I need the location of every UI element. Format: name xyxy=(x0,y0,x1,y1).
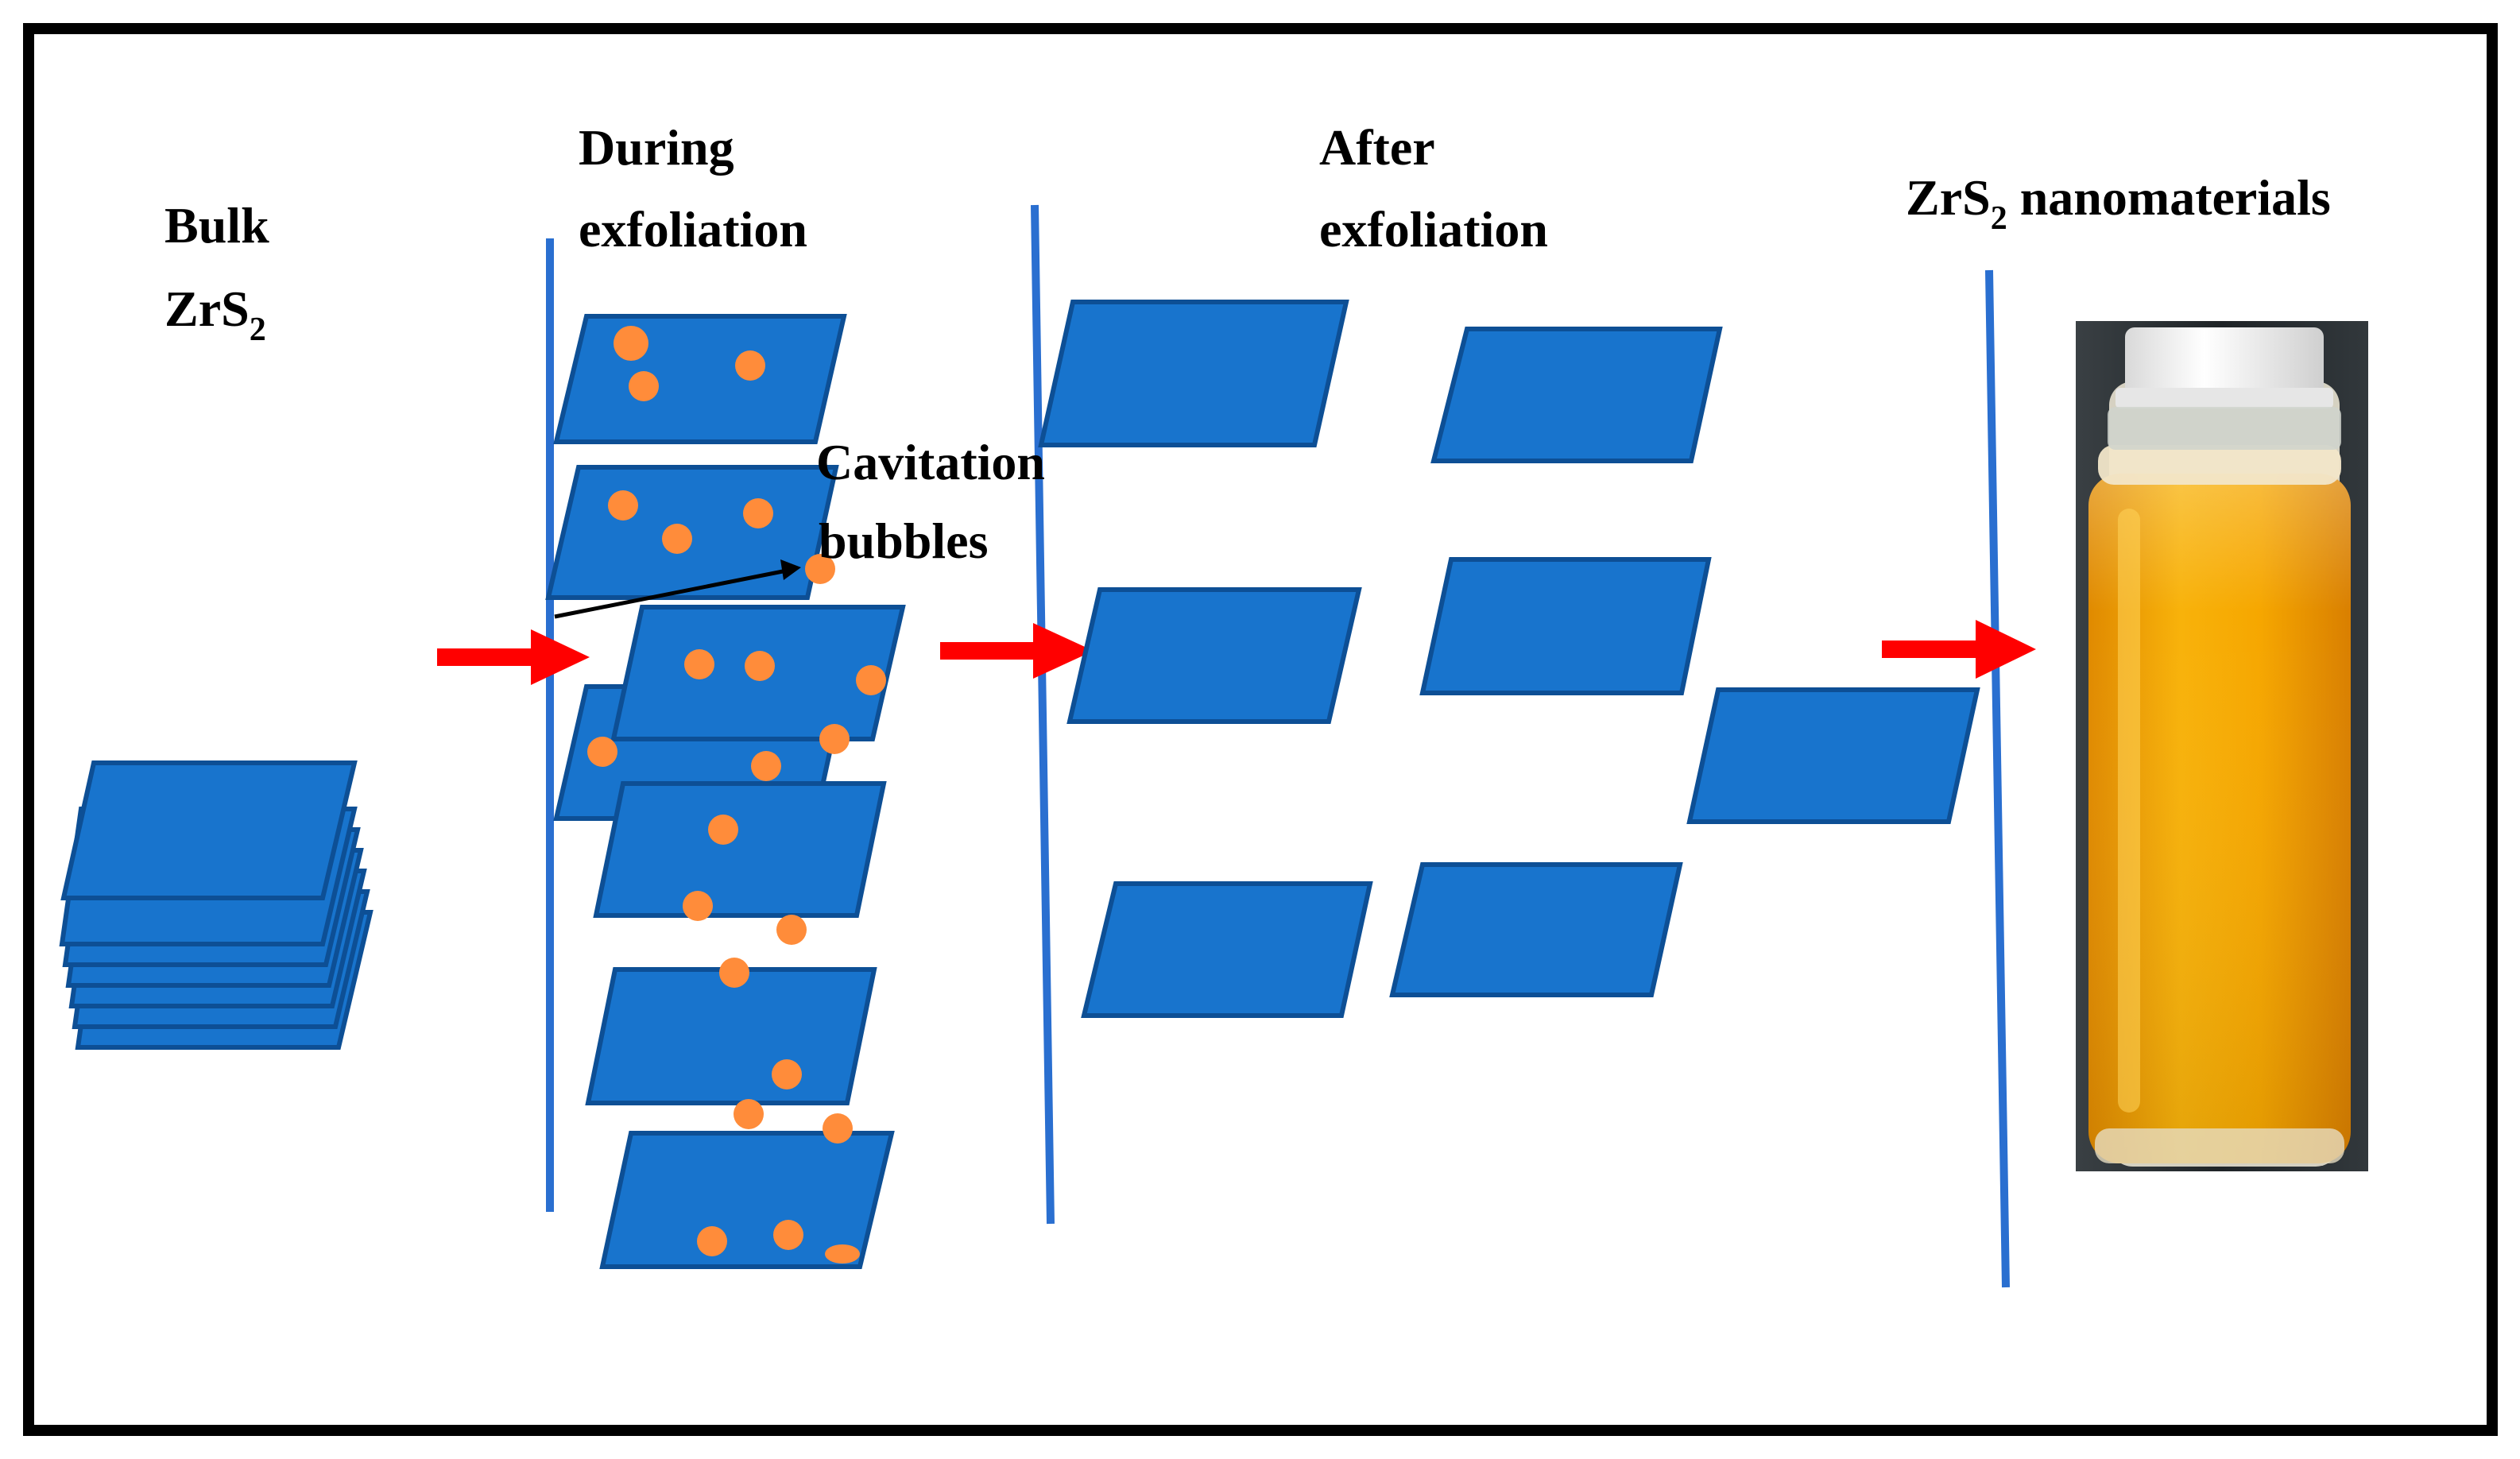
cavitation-bubbles xyxy=(587,326,886,1264)
bubble-icon xyxy=(743,498,773,528)
bubble-icon xyxy=(697,1226,727,1256)
label-bubbles: bubbles xyxy=(819,513,988,569)
vial-cap-icon xyxy=(2125,327,2324,404)
divider-line-3 xyxy=(1985,269,2010,1288)
vial-photo xyxy=(2076,321,2368,1171)
bubble-icon xyxy=(773,1220,803,1250)
label-during-exfoliation: exfoliation xyxy=(579,201,807,257)
vial-meniscus xyxy=(2098,445,2341,485)
sheet xyxy=(599,1131,895,1269)
bubble-icon xyxy=(751,751,781,781)
bubble-icon xyxy=(819,724,850,754)
after-exfoliation-sheets xyxy=(1038,300,1980,1018)
label-nanomaterials: ZrS2 nanomaterials xyxy=(1906,169,2331,237)
bubble-icon xyxy=(735,350,765,381)
bubble-icon xyxy=(745,651,775,681)
sheet xyxy=(1419,557,1712,695)
sheet xyxy=(1066,587,1362,724)
bulk-zrs2-stack xyxy=(59,760,374,1050)
label-after: After xyxy=(1319,119,1435,176)
sheet xyxy=(1081,881,1373,1018)
vial-liquid-shade xyxy=(2088,474,2351,1163)
label-cavitation: Cavitation xyxy=(816,434,1045,490)
bubble-icon xyxy=(629,371,659,401)
vial-base xyxy=(2095,1128,2344,1163)
sheet xyxy=(1038,300,1349,447)
bubble-icon xyxy=(683,891,713,921)
bubble-icon xyxy=(684,649,714,679)
label-after-exfoliation: exfoliation xyxy=(1319,201,1548,257)
bubble-icon xyxy=(614,326,648,361)
bubble-icon xyxy=(587,737,617,767)
bubble-icon xyxy=(662,524,692,554)
bubble-icon xyxy=(719,958,749,988)
arrow-icon-2 xyxy=(940,623,1094,679)
label-bulk: Bulk xyxy=(165,197,269,253)
label-during: During xyxy=(579,119,734,176)
sheet xyxy=(1430,327,1723,463)
bubble-icon xyxy=(805,554,835,584)
bubble-icon xyxy=(776,915,807,945)
sheet xyxy=(1686,687,1980,824)
arrow-icon-3 xyxy=(1882,620,2036,679)
bubble-icon xyxy=(823,1113,853,1144)
vial-neck xyxy=(2108,407,2341,450)
bubble-icon xyxy=(708,815,738,845)
sheet xyxy=(593,781,887,918)
sheet xyxy=(585,967,877,1105)
bubble-icon xyxy=(734,1099,764,1129)
sheet xyxy=(1389,862,1683,997)
bubble-icon xyxy=(608,490,638,521)
bubble-icon xyxy=(825,1244,860,1264)
bubble-icon xyxy=(856,665,886,695)
bubble-icon xyxy=(772,1059,802,1089)
sheet xyxy=(545,465,839,600)
vial-liquid-highlight xyxy=(2118,509,2140,1113)
divider-line-2 xyxy=(1031,204,1055,1225)
bulk-layer xyxy=(60,760,358,900)
vial-cap-ring xyxy=(2115,388,2333,408)
sheet xyxy=(553,314,847,444)
pointer-arrow-icon xyxy=(554,559,801,619)
label-bulk-formula: ZrS2 xyxy=(165,281,266,348)
arrow-icon-1 xyxy=(437,629,590,685)
